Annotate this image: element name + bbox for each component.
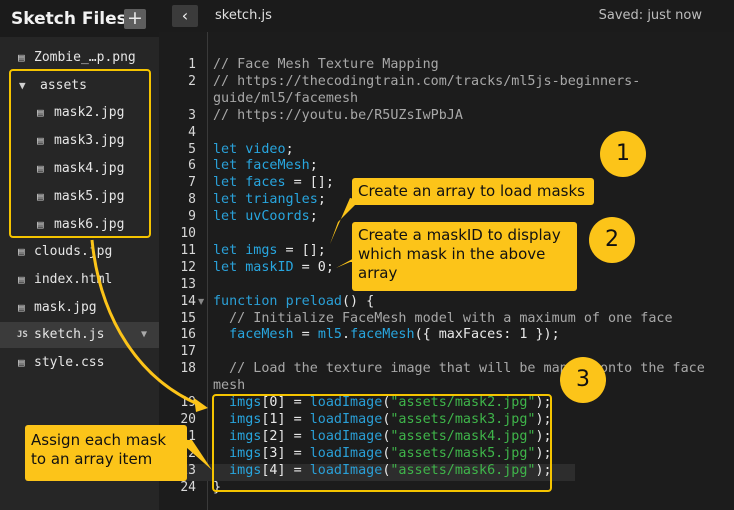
callout-create-maskid: Create a maskID to display which mask in… [352,222,577,291]
file-item-selected[interactable]: JS sketch.js ▼ [0,322,159,348]
line-number: 8 [188,192,196,208]
code-line[interactable]: let faceMesh; [213,158,318,174]
file-icon: ▤ [37,134,44,147]
gutter-divider [207,32,208,510]
file-item[interactable]: ▤ mask.jpg [0,295,159,321]
file-name: mask3.jpg [54,133,125,148]
file-name: mask2.jpg [54,105,125,120]
sidebar-title: Sketch Files [11,9,127,29]
line-number: 9 [188,209,196,225]
line-number: 6 [188,158,196,174]
code-line[interactable]: let maskID = 0; [213,259,334,275]
code-line[interactable]: guide/ml5/facemesh [213,90,359,106]
file-icon: ▤ [37,190,44,203]
step-badge-3: 3 [560,357,606,403]
file-icon: ▤ [37,106,44,119]
folder-name: assets [40,78,87,93]
file-item[interactable]: ▤ mask6.jpg [0,212,159,238]
line-number: 20 [180,411,196,427]
code-text-area[interactable]: 1 // Face Mesh Texture Mapping 2 // https:/… [159,0,734,510]
editor-header: ‹ sketch.js Saved: just now [159,0,734,32]
file-name: mask.jpg [34,300,97,315]
code-line[interactable]: imgs[4] = loadImage("assets/mask6.jpg"); [229,462,552,478]
code-line[interactable]: // https://youtu.be/R5UZsIwPbJA [213,107,463,123]
file-item[interactable]: ▤ Zombie_…p.png [0,45,159,71]
file-icon: ▤ [18,301,25,314]
folder-item-assets[interactable]: ▼ assets [0,73,159,99]
line-number: 15 [180,310,196,326]
file-item[interactable]: ▤ mask4.jpg [0,156,159,182]
file-icon: ▤ [37,162,44,175]
line-number: 5 [188,141,196,157]
file-name: mask4.jpg [54,161,125,176]
fold-chevron-icon[interactable]: ▼ [198,296,205,306]
line-number: 3 [188,107,196,123]
code-line[interactable]: let imgs = []; [213,242,326,258]
js-file-icon: JS [17,330,28,340]
code-line[interactable]: let video; [213,141,294,157]
add-file-button[interactable]: + [124,9,146,29]
line-number: 24 [180,479,196,495]
code-line[interactable]: // Initialize FaceMesh model with a maxi… [213,310,673,326]
file-name: index.html [34,272,113,287]
step-badge-1: 1 [600,131,646,177]
file-name: style.css [34,355,105,370]
line-number: 18 [180,361,196,377]
file-icon: ▤ [18,245,25,258]
line-number: 16 [180,327,196,343]
callout-create-array: Create an array to load masks [352,178,594,205]
code-line[interactable]: } [213,479,222,495]
code-line[interactable]: function preload() { [213,293,375,309]
file-name: Zombie_…p.png [34,50,136,65]
file-icon: ▤ [18,356,25,369]
file-item[interactable]: ▤ mask5.jpg [0,184,159,210]
line-number: 11 [180,242,196,258]
file-icon: ▤ [18,273,25,286]
file-name: mask6.jpg [54,217,125,232]
code-line[interactable]: // Face Mesh Texture Mapping [213,57,439,72]
code-line[interactable]: imgs[0] = loadImage("assets/mask2.jpg"); [229,395,552,410]
file-tab-name: sketch.js [215,8,272,23]
file-icon: ▤ [37,218,44,231]
file-name: sketch.js [34,327,105,342]
imgs-assignment-highlight [212,394,552,492]
file-item[interactable]: ▤ mask2.jpg [0,100,159,126]
file-name: mask5.jpg [54,189,125,204]
code-line[interactable]: let triangles; [213,192,326,208]
save-status: Saved: just now [598,8,702,23]
folder-open-chevron-icon[interactable]: ▼ [19,79,26,92]
code-line[interactable]: imgs[3] = loadImage("assets/mask5.jpg"); [229,445,552,461]
code-line[interactable]: faceMesh = ml5.faceMesh({ maxFaces: 1 })… [229,327,560,343]
line-number: 10 [180,226,196,241]
file-item[interactable]: ▤ mask3.jpg [0,128,159,154]
line-number: 17 [180,344,196,360]
line-number: 7 [188,175,196,191]
code-line[interactable]: let uvCoords; [213,209,318,225]
assets-to-code-arrow [90,239,201,407]
arrowhead-icon [194,398,208,412]
file-icon: ▤ [18,51,25,64]
code-line[interactable]: mesh [213,378,246,394]
file-item[interactable]: ▤ index.html [0,267,159,293]
code-line[interactable]: imgs[2] = loadImage("assets/mask4.jpg"); [229,428,552,444]
sidebar-header: Sketch Files + [0,0,159,37]
code-line[interactable]: imgs[1] = loadImage("assets/mask3.jpg"); [229,411,552,427]
line-number: 13 [180,276,196,292]
code-line[interactable]: // https://thecodingtrain.com/tracks/ml5… [213,73,641,89]
line-number: 2 [188,73,196,89]
line-number: 4 [188,124,196,140]
file-item[interactable]: ▤ style.css [0,350,159,376]
code-line[interactable]: // Load the texture image that will be m… [213,361,705,377]
callout-assign-mask: Assign each mask to an array item [25,425,187,481]
code-line[interactable]: let faces = []; [213,175,334,191]
file-options-chevron-icon[interactable]: ▼ [140,329,147,340]
line-number: 14 [180,293,196,309]
step-badge-2: 2 [589,217,635,263]
line-number: 1 [188,57,196,72]
assets-folder-highlight [9,69,151,238]
line-number: 12 [180,259,196,275]
collapse-sidebar-button[interactable]: ‹ [172,5,198,27]
